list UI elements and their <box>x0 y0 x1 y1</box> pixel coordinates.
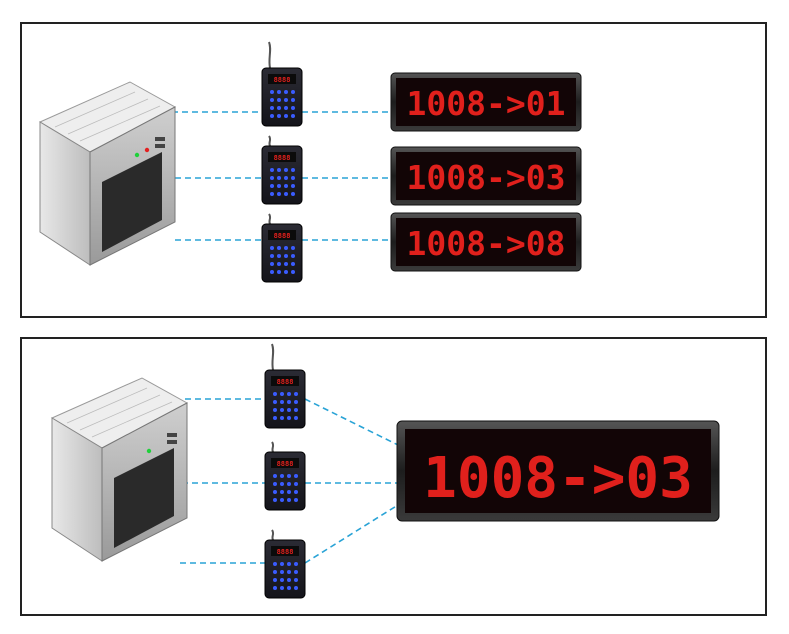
keypad-screen-text: 8888 <box>277 378 294 386</box>
keypad-screen-text: 8888 <box>274 154 291 162</box>
large-led-display: 1008->03 <box>396 420 720 522</box>
led-display-text: 1008->08 <box>407 224 566 263</box>
keypad-device: 8888 <box>264 343 306 429</box>
keypad-device: 8888 <box>261 135 303 205</box>
ticket-printer <box>50 377 189 562</box>
keypad-screen-text: 8888 <box>277 460 294 468</box>
led-display-1: 1008->01 <box>390 72 582 132</box>
printer-green-led <box>134 152 140 158</box>
led-display-3: 1008->08 <box>390 212 582 272</box>
bottom-connector-lines <box>180 398 399 564</box>
keypad-screen-text: 8888 <box>277 548 294 556</box>
led-display-text: 1008->03 <box>407 158 566 197</box>
connector-line <box>304 398 399 446</box>
led-display-text: 1008->01 <box>407 84 566 123</box>
printer-paper-slot <box>114 448 174 548</box>
keypad-device: 8888 <box>261 41 303 127</box>
large-led-display-text: 1008->03 <box>423 446 693 511</box>
printer-red-led <box>144 147 150 153</box>
keypad-screen-text: 8888 <box>274 232 291 240</box>
printer-paper-slot <box>102 152 162 252</box>
printer-green-led <box>146 448 152 454</box>
top-connector-lines <box>172 111 392 241</box>
led-display-2: 1008->03 <box>390 146 582 206</box>
keypad-device: 8888 <box>264 529 306 599</box>
ticket-printer <box>38 81 177 266</box>
connector-line <box>304 504 399 564</box>
keypad-screen-text: 8888 <box>274 76 291 84</box>
keypad-device: 8888 <box>264 441 306 511</box>
keypad-device: 8888 <box>261 213 303 283</box>
